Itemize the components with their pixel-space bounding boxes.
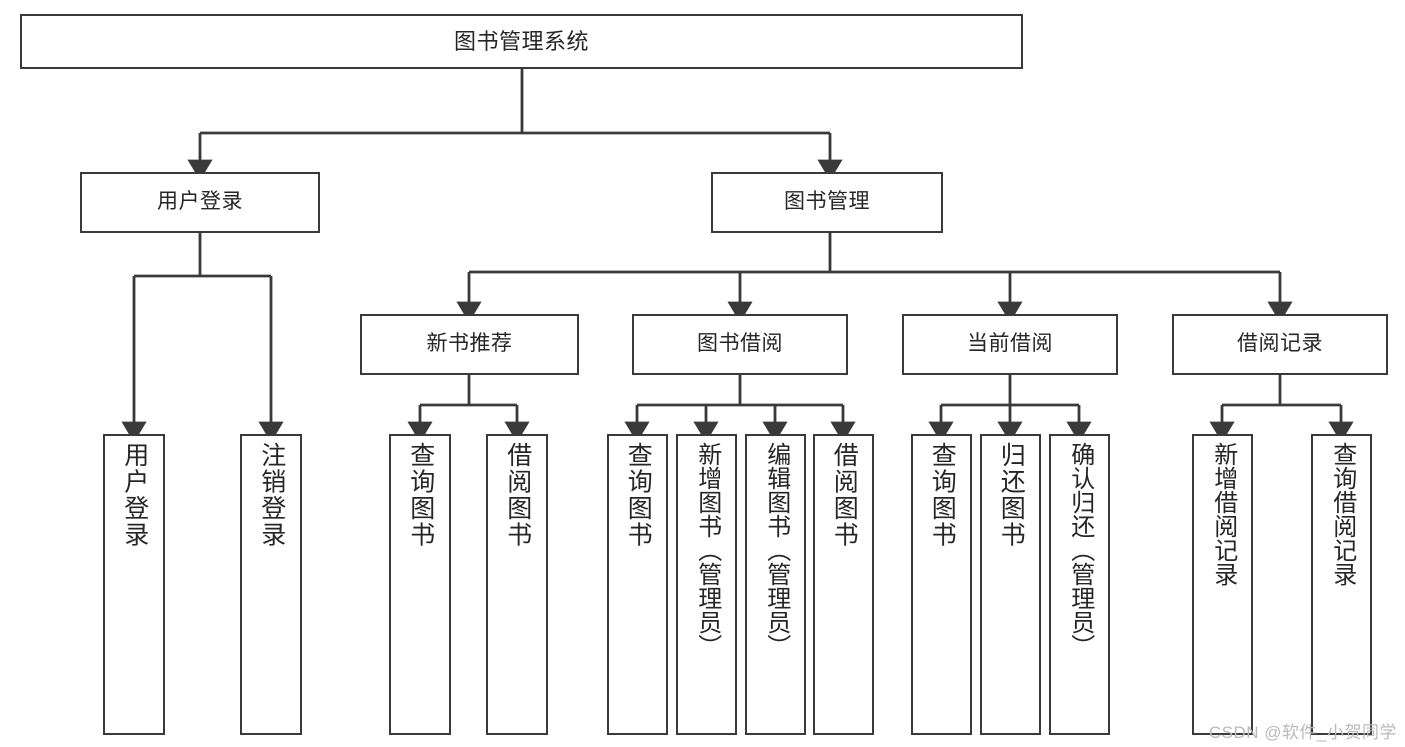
node-user-login-label: 用户登录 bbox=[157, 190, 243, 214]
watermark: CSDN @软件_小贺同学 bbox=[1208, 723, 1397, 742]
leaf-return-book[interactable]: 归还图书 bbox=[980, 434, 1041, 735]
leaf-query-record[interactable]: 查询借阅记录 bbox=[1311, 434, 1372, 735]
leaf-user-login[interactable]: 用户登录 bbox=[103, 434, 165, 735]
leaf-add-book[interactable]: 新增图书（管理员） bbox=[676, 434, 737, 735]
node-new-book-recommend-label: 新书推荐 bbox=[426, 332, 513, 356]
leaf-edit-book[interactable]: 编辑图书（管理员） bbox=[745, 434, 806, 735]
leaf-query-book-2[interactable]: 查询图书 bbox=[607, 434, 668, 735]
node-borrow-record[interactable]: 借阅记录 bbox=[1172, 314, 1388, 375]
leaf-query-book-3-label: 查询图书 bbox=[928, 442, 957, 548]
leaf-confirm-return[interactable]: 确认归还（管理员） bbox=[1049, 434, 1110, 735]
leaf-query-record-label: 查询借阅记录 bbox=[1328, 442, 1356, 586]
leaf-user-logout[interactable]: 注销登录 bbox=[240, 434, 302, 735]
leaf-user-login-label: 用户登录 bbox=[120, 442, 149, 548]
node-book-borrow[interactable]: 图书借阅 bbox=[632, 314, 848, 375]
node-new-book-recommend[interactable]: 新书推荐 bbox=[360, 314, 579, 375]
leaf-borrow-book-1-label: 借阅图书 bbox=[503, 442, 532, 548]
leaf-add-record-label: 新增借阅记录 bbox=[1209, 442, 1237, 586]
leaf-query-book-3[interactable]: 查询图书 bbox=[911, 434, 972, 735]
node-current-borrow-label: 当前借阅 bbox=[967, 332, 1053, 356]
leaf-user-logout-label: 注销登录 bbox=[257, 442, 286, 548]
leaf-confirm-return-label: 确认归还（管理员） bbox=[1066, 442, 1094, 658]
node-root[interactable]: 图书管理系统 bbox=[20, 14, 1023, 69]
node-book-manage-label: 图书管理 bbox=[784, 190, 870, 214]
leaf-query-book-1[interactable]: 查询图书 bbox=[389, 434, 451, 735]
node-root-label: 图书管理系统 bbox=[453, 28, 589, 54]
node-borrow-record-label: 借阅记录 bbox=[1237, 332, 1323, 356]
node-book-borrow-label: 图书借阅 bbox=[697, 332, 783, 356]
leaf-add-book-label: 新增图书（管理员） bbox=[693, 442, 721, 658]
node-current-borrow[interactable]: 当前借阅 bbox=[902, 314, 1118, 375]
leaf-query-book-2-label: 查询图书 bbox=[624, 442, 653, 548]
leaf-edit-book-label: 编辑图书（管理员） bbox=[762, 442, 790, 658]
leaf-query-book-1-label: 查询图书 bbox=[406, 442, 435, 548]
node-user-login[interactable]: 用户登录 bbox=[80, 172, 320, 233]
leaf-borrow-book-2-label: 借阅图书 bbox=[830, 442, 859, 548]
leaf-add-record[interactable]: 新增借阅记录 bbox=[1192, 434, 1253, 735]
leaf-borrow-book-2[interactable]: 借阅图书 bbox=[813, 434, 874, 735]
leaf-borrow-book-1[interactable]: 借阅图书 bbox=[486, 434, 548, 735]
leaf-return-book-label: 归还图书 bbox=[997, 442, 1026, 548]
node-book-manage[interactable]: 图书管理 bbox=[711, 172, 943, 233]
